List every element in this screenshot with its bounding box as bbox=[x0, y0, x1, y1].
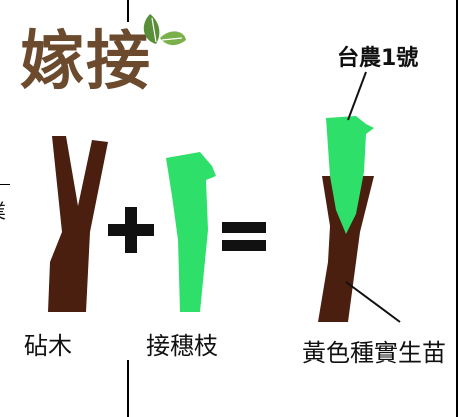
frame-line-bottom bbox=[127, 360, 129, 417]
leaf-icon bbox=[143, 14, 186, 46]
label-rootstock: 砧木 bbox=[24, 332, 72, 360]
frame-line-right bbox=[456, 0, 458, 417]
label-scion: 接穗枝 bbox=[146, 332, 218, 360]
equals-sign bbox=[222, 222, 266, 251]
rootstock-trunk bbox=[48, 136, 108, 312]
label-variety: 台農1號 bbox=[337, 46, 419, 71]
left-edge-char: 業 bbox=[0, 195, 6, 224]
page-title: 嫁接 bbox=[20, 25, 152, 99]
grafted-trunk bbox=[318, 176, 374, 322]
label-seedling: 黃色種實生苗 bbox=[302, 339, 446, 367]
scion-branch bbox=[166, 152, 216, 312]
plus-sign bbox=[108, 207, 154, 253]
pointer-line-variety bbox=[347, 71, 367, 121]
grafted-scion bbox=[326, 116, 374, 234]
frame-line-top bbox=[127, 0, 129, 22]
pointer-line-seedling bbox=[345, 281, 401, 323]
frame-line-left-stub bbox=[0, 184, 10, 185]
